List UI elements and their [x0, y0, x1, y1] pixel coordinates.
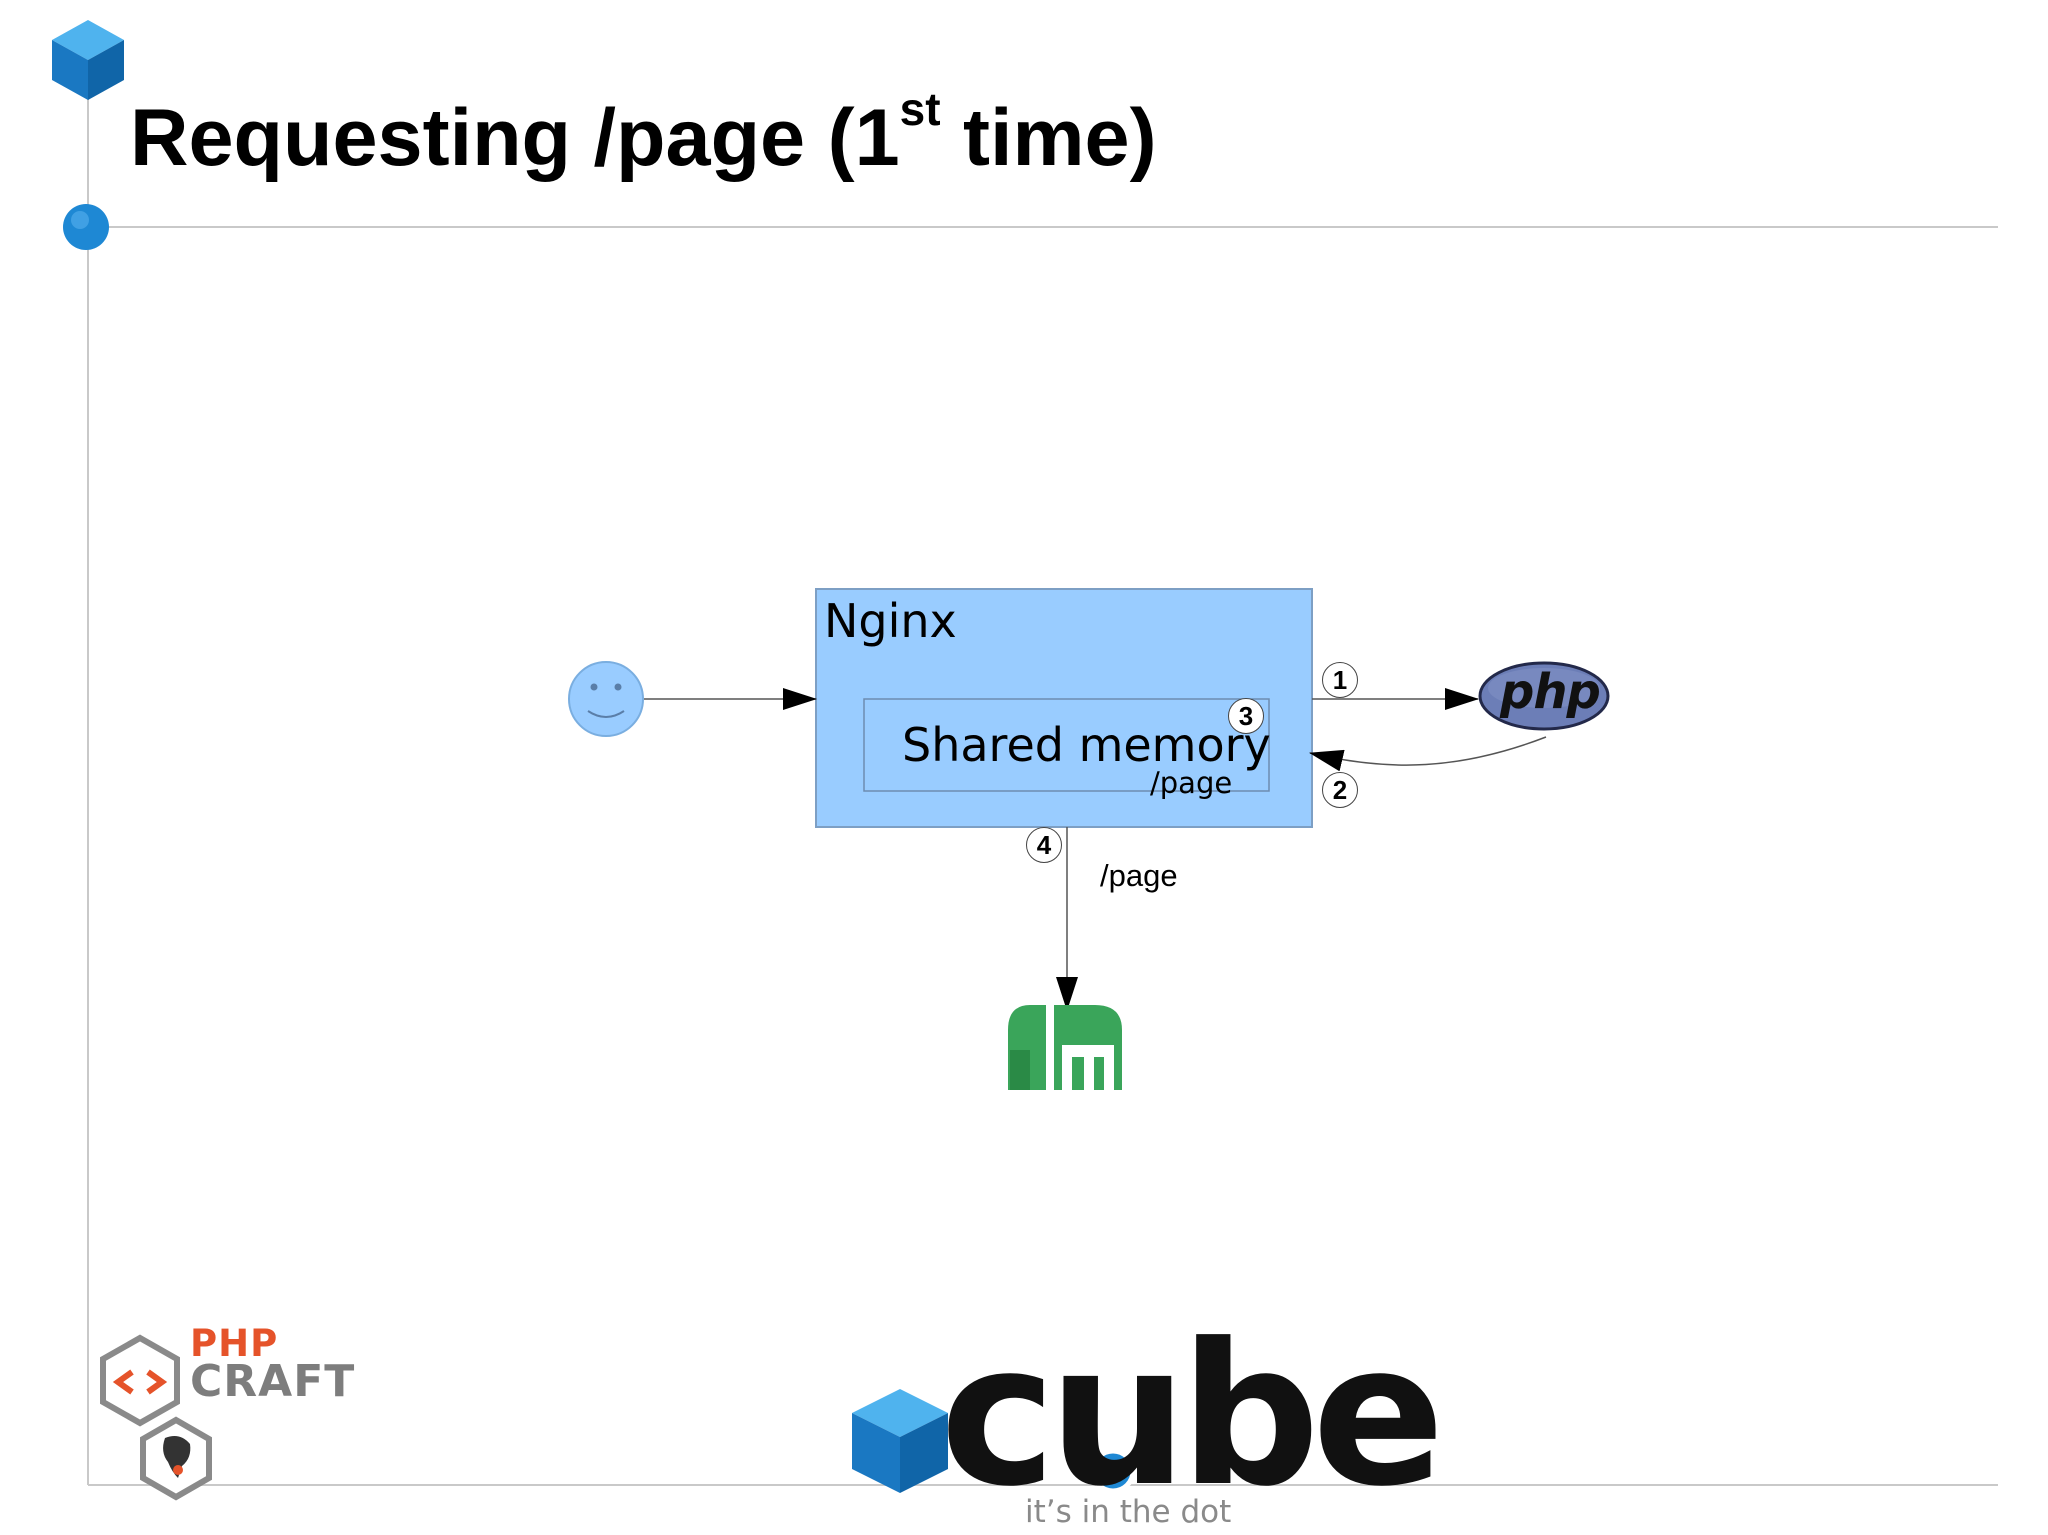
cube-tagline: it’s in the dot	[1025, 1494, 1232, 1530]
php-craft-hexagon-icon	[100, 1334, 212, 1501]
shared-memory-key: /page	[1150, 766, 1233, 800]
step-badge: 1	[1322, 662, 1358, 698]
dot-marker-icon	[63, 204, 109, 250]
cube-corner-icon	[52, 20, 124, 100]
slide-title: Requesting /page (1st time)	[130, 86, 1157, 179]
title-end: time)	[940, 93, 1157, 183]
nginx-label: Nginx	[824, 594, 957, 648]
shared-memory-box	[863, 698, 1270, 792]
user-icon	[568, 661, 644, 737]
step-badge: 2	[1322, 772, 1358, 808]
step-badge: 3	[1228, 698, 1264, 734]
php-to-nginx-arrow	[1309, 736, 1547, 772]
cube-wordmark: cube	[940, 1302, 1445, 1530]
cube-logo-icon	[852, 1389, 1136, 1494]
memcached-logo-icon	[1008, 1005, 1122, 1090]
php-craft-logo-top: PHP	[190, 1322, 279, 1365]
php-logo-icon	[1478, 661, 1610, 731]
shared-memory-label: Shared memory	[902, 718, 1271, 772]
php-craft-logo-bottom: CRAFT	[190, 1356, 356, 1407]
title-superscript: st	[899, 83, 941, 135]
title-main: Requesting /page (1	[130, 93, 900, 183]
php-logo-text: php	[1500, 664, 1601, 720]
edge-label: /page	[1100, 858, 1178, 893]
step-badge: 4	[1026, 827, 1062, 863]
